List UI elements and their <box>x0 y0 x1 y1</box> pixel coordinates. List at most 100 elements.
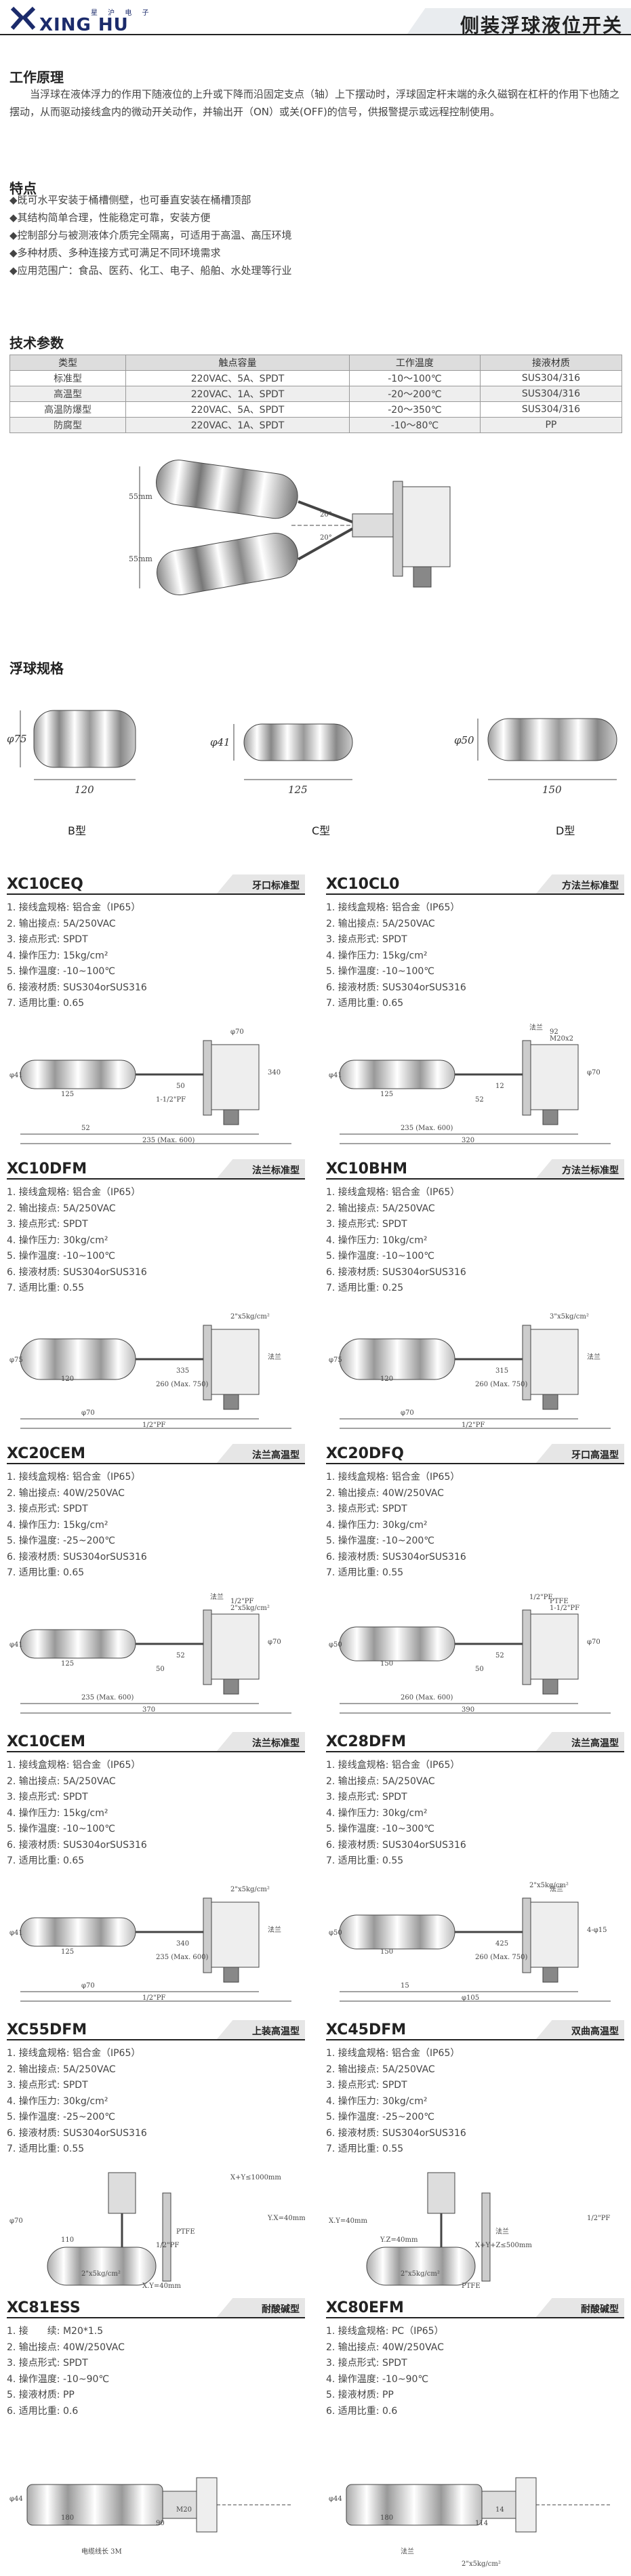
table-cell: 220VAC、1A、SPDT <box>125 417 350 433</box>
dimension-label: 1/2"PF <box>587 2215 610 2222</box>
product-tag: 牙口高温型 <box>571 1450 619 1461</box>
dimension-label: 3"x5kg/cm² <box>550 1313 589 1321</box>
spec-line: 6. 接液材质: SUS304orSUS316 <box>326 982 466 993</box>
dim-top: 55mm <box>129 492 152 501</box>
float-d <box>487 718 617 761</box>
table-cell: -10～100℃ <box>348 370 481 386</box>
dimension-label: φ70 <box>81 1982 95 1990</box>
spec-line: 7. 适用比重: 0.65 <box>7 1567 85 1578</box>
dimension-label: φ75 <box>329 1356 342 1364</box>
spec-line: 1. 接线盒规格: 铝合金（IP65） <box>7 2048 141 2059</box>
table-cell: 标准型 <box>9 370 127 386</box>
flange <box>522 1325 531 1401</box>
header-rule <box>0 34 631 35</box>
principle-text: 当浮球在液体浮力的作用下随液位的上升或下降而沿固定支点（轴）上下摆动时，浮球固定… <box>9 88 620 118</box>
table-cell: -20～200℃ <box>348 386 481 402</box>
product-tag-bg <box>217 874 305 893</box>
dimension-label: 1/2"PF <box>529 1594 552 1601</box>
product-tag-bg <box>536 2020 624 2039</box>
dimension-label: 法兰 <box>401 2547 414 2556</box>
product-name: XC10DFM <box>7 1161 87 1178</box>
feature-item: ◆既可水平安装于桶槽侧壁，也可垂直安装在桶槽顶部 <box>9 194 251 206</box>
float <box>339 1338 455 1380</box>
feature-item: ◆多种材质、多种连接方式可满足不同环境需求 <box>9 247 221 259</box>
dimension-label: φ105 <box>462 1994 479 2002</box>
spec-line: 6. 接液材质: SUS304orSUS316 <box>7 2127 147 2139</box>
dimension-label: φ70 <box>9 2217 23 2225</box>
product-tag-bg <box>536 1444 624 1463</box>
float <box>47 2247 157 2286</box>
spec-line: 1. 接线盒规格: 铝合金（IP65） <box>326 902 460 913</box>
float <box>346 2484 483 2526</box>
table-cell: SUS304/316 <box>479 386 623 402</box>
product-tag-bg <box>536 874 624 893</box>
dimension-label: φ70 <box>81 1409 95 1417</box>
table-cell: -20～350℃ <box>348 401 481 418</box>
dimension-label: φ70 <box>230 1028 244 1036</box>
float-b-dia: φ75 <box>7 733 27 745</box>
spec-line: 1. 接 续: M20*1.5 <box>7 2326 104 2337</box>
product-name: XC20DFQ <box>326 1445 404 1462</box>
flange <box>522 1897 531 1973</box>
spec-line: 6. 接液材质: SUS304orSUS316 <box>7 982 147 993</box>
dimension-label: φ75 <box>9 1356 23 1364</box>
spec-line: 3. 接点形式: SPDT <box>7 934 88 945</box>
spec-line: 4. 操作压力: 30kg/cm² <box>326 1807 428 1819</box>
dimension-label: 52 <box>81 1125 90 1132</box>
product-tag: 法兰高温型 <box>252 1450 300 1461</box>
table-cell: SUS304/316 <box>479 370 623 386</box>
dimension-label: φ50 <box>329 1641 342 1649</box>
spec-line: 6. 接液材质: SUS304orSUS316 <box>326 1551 466 1563</box>
dimension-label: 2"x5kg/cm² <box>230 1605 270 1612</box>
floats-heading: 浮球规格 <box>9 660 64 677</box>
dimension-label: 260 (Max. 600) <box>401 1694 453 1702</box>
spec-line: 1. 接线盒规格: 铝合金（IP65） <box>326 1472 460 1483</box>
dimension-label: 2"x5kg/cm² <box>230 1886 270 1893</box>
spec-line: 1. 接线盒规格: 铝合金（IP65） <box>7 1187 141 1198</box>
product-name: XC45DFM <box>326 2021 407 2038</box>
page-title: 侧装浮球液位开关 <box>460 14 623 37</box>
float <box>20 1917 136 1947</box>
product-header <box>326 1444 624 1464</box>
table-cell: 防腐型 <box>9 417 127 433</box>
junction-box <box>211 1901 260 1968</box>
dimension-label: 52 <box>475 1096 484 1104</box>
float <box>20 1629 136 1659</box>
spec-line: 7. 适用比重: 0.55 <box>326 2144 404 2154</box>
float <box>339 1626 455 1662</box>
dimension-label: 125 <box>61 1948 74 1956</box>
product-tag: 上装高温型 <box>252 2026 300 2037</box>
junction-box <box>530 1901 579 1968</box>
dimension-label: 1/2"PF <box>142 1422 165 1429</box>
product-name: XC81ESS <box>7 2299 81 2316</box>
table-cell: -10～80℃ <box>348 417 481 433</box>
dimension-label: Y.Z=40mm <box>380 2236 418 2244</box>
dimension-label: φ50 <box>329 1929 342 1937</box>
product-tag: 方法兰标准型 <box>562 1165 619 1176</box>
spec-line: 5. 操作温度: -10~300℃ <box>326 1824 435 1834</box>
spec-line: 3. 接点形式: SPDT <box>7 1504 88 1514</box>
product-tag: 方法兰标准型 <box>562 881 619 891</box>
dimension-label: 法兰 <box>495 2227 509 2236</box>
dimension-label: 114 <box>475 2520 488 2527</box>
spec-line: 2. 输出接点: 5A/250VAC <box>326 2064 435 2075</box>
product-tag-bg <box>536 1732 624 1751</box>
table-cell: 高温防爆型 <box>9 401 127 418</box>
float <box>26 2484 163 2526</box>
product-tag-bg <box>536 1159 624 1178</box>
spec-line: 3. 接点形式: SPDT <box>326 2358 407 2369</box>
dimension-label: φ70 <box>401 1409 414 1417</box>
dimension-label: 电缆线长 3M <box>81 2547 122 2556</box>
features-heading: 特点 <box>9 180 37 197</box>
spec-line: 4. 操作压力: 30kg/cm² <box>7 1234 108 1246</box>
junction-box <box>211 1329 260 1395</box>
